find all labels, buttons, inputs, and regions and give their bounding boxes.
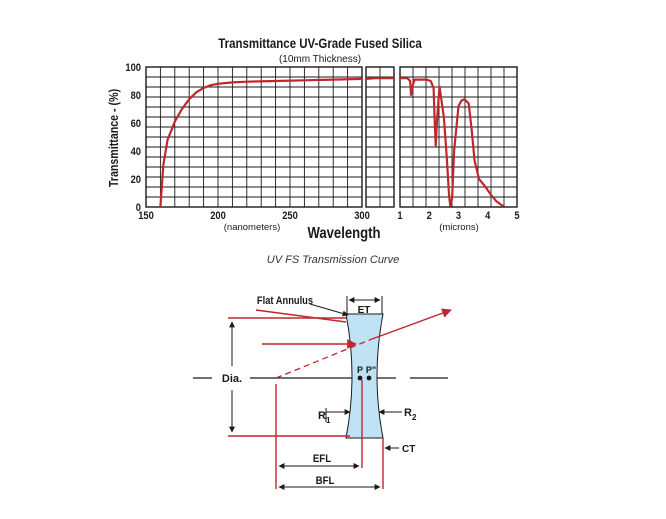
et-label: ET [358, 305, 371, 316]
y-tick-label: 0 [136, 202, 141, 214]
chart-panel-1 [145, 66, 364, 209]
efl-label: EFL [313, 454, 332, 466]
r2-label: R2 [404, 407, 417, 422]
y-tick-label: 40 [131, 146, 142, 158]
ct-label: CT [402, 444, 415, 455]
x-tick-labels: 150 200 250 300 1 2 3 4 5 [138, 210, 520, 222]
plot-frame [365, 66, 395, 208]
y-tick-label: 100 [125, 62, 141, 74]
bfl-label: BFL [316, 476, 335, 488]
x-tick-label: 150 [138, 210, 154, 222]
y-tick-label: 20 [131, 174, 142, 186]
figure-caption: UV FS Transmission Curve [266, 254, 400, 266]
incoming-ray-top [255, 309, 347, 323]
virtual-ray [275, 338, 373, 379]
y-axis-label: Transmittance - (%) [106, 89, 121, 187]
x-tick-label: 200 [210, 210, 226, 222]
dia-label: Dia. [222, 373, 242, 385]
x-tick-label: 1 [397, 210, 402, 222]
x-unit-label-nanometers: (nanometers) [224, 222, 281, 233]
lens-body [345, 313, 384, 439]
x-tick-label: 3 [456, 210, 461, 222]
transmittance-curve-3 [398, 77, 504, 207]
y-tick-label: 60 [131, 118, 142, 130]
chart-panels [145, 66, 518, 209]
x-tick-label: 2 [427, 210, 432, 222]
chart-subtitle: (10mm Thickness) [279, 54, 361, 65]
flat-annulus-leader [309, 303, 349, 317]
principal-point-p [357, 375, 363, 381]
transmittance-chart: Transmittance UV-Grade Fused Silica (10m… [106, 35, 520, 242]
transmittance-curve-1 [159, 77, 364, 209]
chart-title: Transmittance UV-Grade Fused Silica [218, 35, 422, 51]
x-tick-label: 4 [485, 210, 490, 222]
p-prime-label: P" [366, 365, 376, 375]
x-unit-label-microns: (microns) [439, 222, 479, 233]
principal-point-p-prime [366, 375, 372, 381]
chart-panel-3 [398, 66, 518, 208]
plot-frame [145, 66, 363, 208]
y-tick-label: 80 [131, 90, 142, 102]
flat-annulus-label: Flat Annulus [257, 295, 313, 307]
plot-frame [399, 66, 518, 208]
x-tick-label: 300 [354, 210, 370, 222]
p-label: P [357, 365, 363, 375]
x-tick-label: 5 [514, 210, 519, 222]
outgoing-ray [371, 308, 452, 340]
x-tick-label: 250 [282, 210, 298, 222]
transmittance-curve-2 [364, 77, 396, 81]
x-axis-label: Wavelength [307, 225, 380, 242]
lens-diagram: ET Flat Annulus Dia. P P" R1 R2 CT EFL B… [193, 295, 452, 490]
y-tick-labels: 0 20 40 60 80 100 [125, 62, 141, 214]
chart-panel-2 [364, 66, 396, 208]
r1-label: R1 [318, 410, 331, 425]
